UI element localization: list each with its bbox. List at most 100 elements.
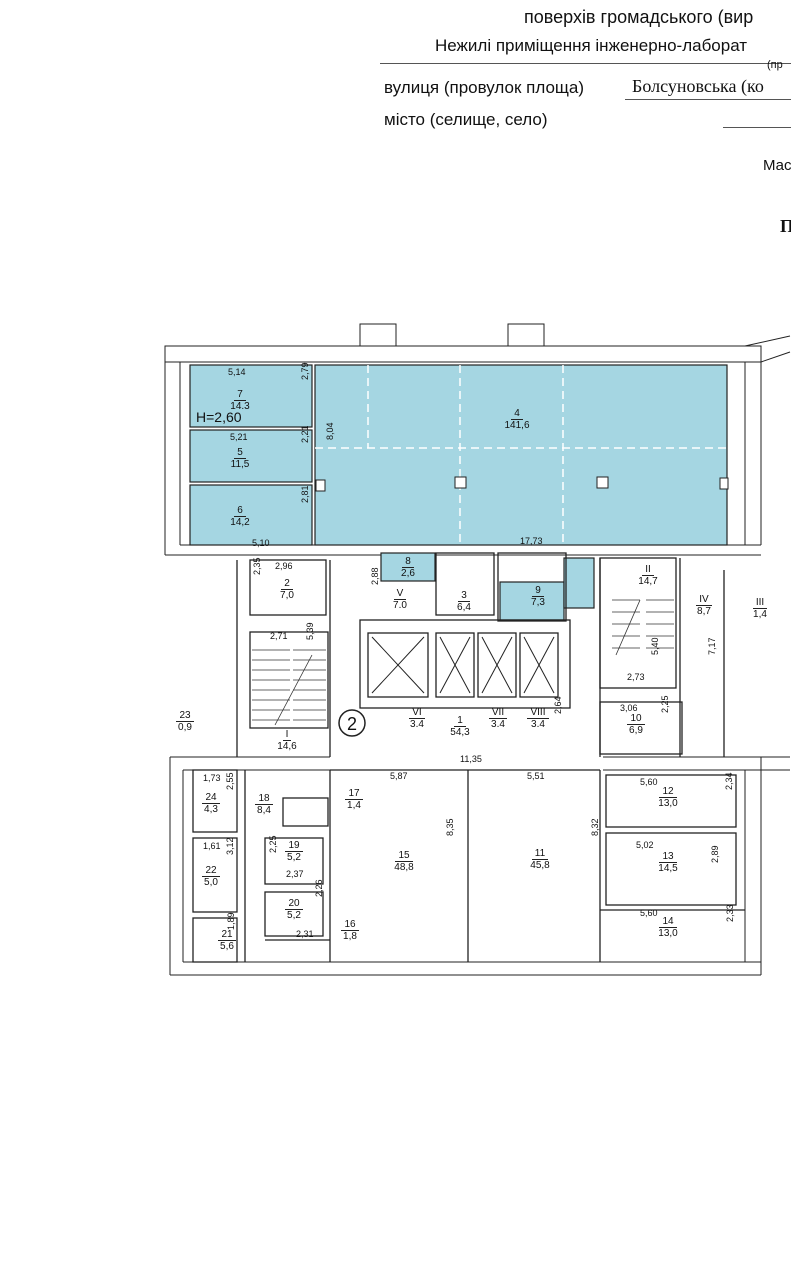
header-line-1: поверхів громадського (вир — [524, 7, 754, 27]
room-number: II — [642, 564, 654, 576]
room-number: 23 — [176, 710, 194, 722]
dimension-label: 2,55 — [225, 772, 235, 790]
dimension-label: 2,79 — [300, 362, 310, 380]
room-area: 0,9 — [178, 722, 192, 733]
dimension-label: 2,26 — [314, 879, 324, 897]
dimension-label: 2,73 — [627, 672, 645, 682]
street-value: Болсуновська (ко — [632, 76, 764, 96]
room-number: VI — [409, 707, 425, 719]
room-5-fill — [189, 429, 313, 483]
dimension-label: 2,89 — [710, 845, 720, 863]
room-20-outline — [264, 891, 324, 937]
room-area: 5,2 — [287, 852, 301, 863]
room-area: 14,2 — [230, 517, 250, 528]
room-area: 13,0 — [658, 928, 678, 939]
height-label: H=2,60 — [196, 409, 242, 425]
room-number: 22 — [202, 865, 220, 877]
room-9-ext-fill — [563, 557, 595, 609]
dimension-label: 8,32 — [590, 818, 600, 836]
room-area: 11,5 — [230, 459, 250, 470]
room-area: 3.4 — [531, 719, 545, 730]
dimension-label: 5,02 — [636, 840, 654, 850]
room-area: 1,4 — [347, 800, 361, 811]
room-7-fill — [189, 364, 313, 428]
room-area: 1,8 — [343, 931, 357, 942]
column-2 — [596, 476, 609, 489]
dimension-label: 5,10 — [252, 538, 270, 548]
room-2-outline — [249, 559, 327, 616]
room-24-outline — [192, 769, 238, 833]
dimension-label: 8,04 — [325, 422, 335, 440]
room-area: 54,3 — [450, 727, 470, 738]
plan-title-fragment: П — [780, 216, 791, 236]
dimension-label: 2,37 — [286, 869, 304, 879]
room-number: 1 — [454, 715, 466, 727]
room-area: 5,6 — [220, 941, 234, 952]
column-4 — [719, 477, 729, 490]
street-label: вулиця (провулок площа) — [384, 78, 585, 97]
room-area: 48,8 — [394, 862, 414, 873]
room-number: 15 — [395, 850, 413, 862]
room-number: 11 — [531, 848, 549, 860]
elevator-block — [359, 619, 571, 709]
city-underline — [723, 127, 791, 128]
room-9-outline — [497, 552, 567, 622]
room-area: 2,6 — [401, 568, 415, 579]
room-21-outline — [192, 917, 238, 963]
section-circle — [338, 709, 366, 737]
room-area: 5,0 — [204, 877, 218, 888]
room-number: III — [752, 597, 768, 609]
dimension-label: 5,14 — [228, 367, 246, 377]
room-number: 16 — [341, 919, 359, 931]
top-bump-1 — [359, 323, 397, 347]
room-6-fill — [189, 484, 313, 546]
room-19-outline — [264, 837, 324, 885]
dimension-label: 5,21 — [230, 432, 248, 442]
room-number: 8 — [402, 556, 414, 568]
room-area: 141,6 — [504, 420, 530, 431]
room-13-outline — [605, 832, 737, 906]
header-line-2: Нежилі приміщення інженерно-лаборат — [435, 36, 748, 55]
dimension-label: 2,25 — [660, 695, 670, 713]
header-underline-1 — [380, 63, 791, 64]
room-number: 6 — [234, 505, 246, 517]
room-area: 7,3 — [531, 597, 545, 608]
room-12-outline — [605, 774, 737, 828]
room-number: 20 — [285, 898, 303, 910]
room-area: 6,4 — [457, 602, 471, 613]
dimension-label: 2,88 — [370, 567, 380, 585]
room-number: IV — [696, 594, 712, 606]
dimension-label: 5,87 — [390, 771, 408, 781]
dimension-label: 7,17 — [707, 637, 717, 655]
room-number: 3 — [458, 590, 470, 602]
street-underline — [625, 99, 791, 100]
small-note: (пр — [767, 59, 783, 71]
room-number: 19 — [285, 840, 303, 852]
dimension-label: 2,96 — [275, 561, 293, 571]
room-area: 1,4 — [753, 609, 767, 620]
dimension-label: 1,61 — [203, 841, 221, 851]
dimension-label: 2,35 — [252, 557, 262, 575]
room-number: 7 — [234, 389, 246, 401]
dimension-label: 1,73 — [203, 773, 221, 783]
room-area: 8,4 — [257, 805, 271, 816]
room-number: 5 — [234, 447, 246, 459]
room-number: V — [393, 588, 407, 600]
